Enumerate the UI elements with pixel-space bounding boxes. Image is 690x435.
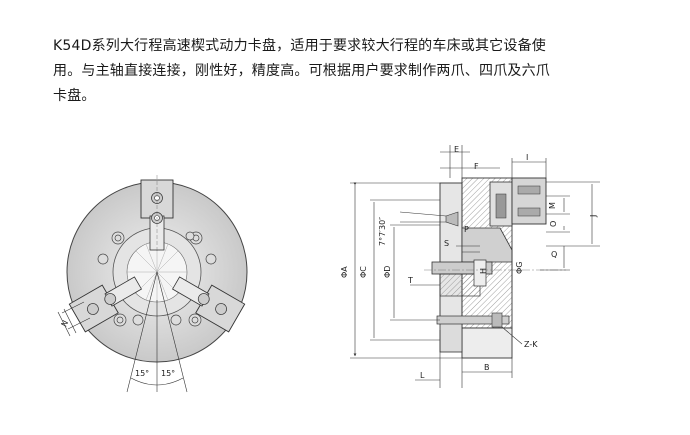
section-dimension-lines: [350, 145, 600, 388]
label-b: B: [484, 363, 490, 372]
angle-right-label: 15°: [161, 369, 175, 378]
chuck-section-view: ΦA ΦC ΦD 7°7′30″ E F I J M O P S Q H T Φ…: [340, 145, 600, 388]
label-j: J: [589, 215, 598, 218]
jaw-lower-left: [68, 276, 142, 333]
label-p: P: [464, 225, 469, 234]
label-i: I: [526, 153, 528, 162]
label-n: N: [60, 319, 71, 328]
description-line-1: K54D系列大行程高速楔式动力卡盘，适用于要求较大行程的车床或其它设备使: [53, 38, 546, 54]
description-line-2: 用。与主轴直接连接，刚性好，精度高。可根据用户要求制作两爪、四爪及六爪: [53, 63, 550, 79]
label-s: S: [444, 239, 449, 248]
dim-n: [57, 301, 91, 337]
label-phi-d: ΦD: [383, 266, 392, 278]
label-z-k: Z-K: [524, 340, 538, 349]
chuck-front-view: N 15° 15°: [57, 175, 248, 393]
label-angle: 7°7′30″: [378, 217, 387, 246]
label-o: O: [549, 221, 558, 227]
label-m: M: [548, 202, 557, 209]
label-l: L: [420, 371, 425, 380]
jaw-lower-right: [172, 276, 246, 333]
label-e: E: [454, 145, 459, 154]
description-line-3: 卡盘。: [53, 88, 96, 104]
label-q: Q: [551, 250, 557, 259]
angle-left-label: 15°: [135, 369, 149, 378]
angle-dims: [126, 271, 188, 393]
label-h: H: [479, 268, 488, 274]
label-f: F: [474, 162, 479, 171]
jaw-top: [140, 175, 174, 252]
label-phi-a: ΦA: [340, 266, 349, 278]
description-text: K54D系列大行程高速楔式动力卡盘，适用于要求较大行程的车床或其它设备使 用。与…: [53, 34, 653, 109]
technical-drawing: N 15° 15°: [57, 145, 600, 393]
label-phi-c: ΦC: [359, 266, 368, 278]
label-phi-g: ΦG: [515, 262, 524, 275]
label-t: T: [407, 276, 413, 285]
